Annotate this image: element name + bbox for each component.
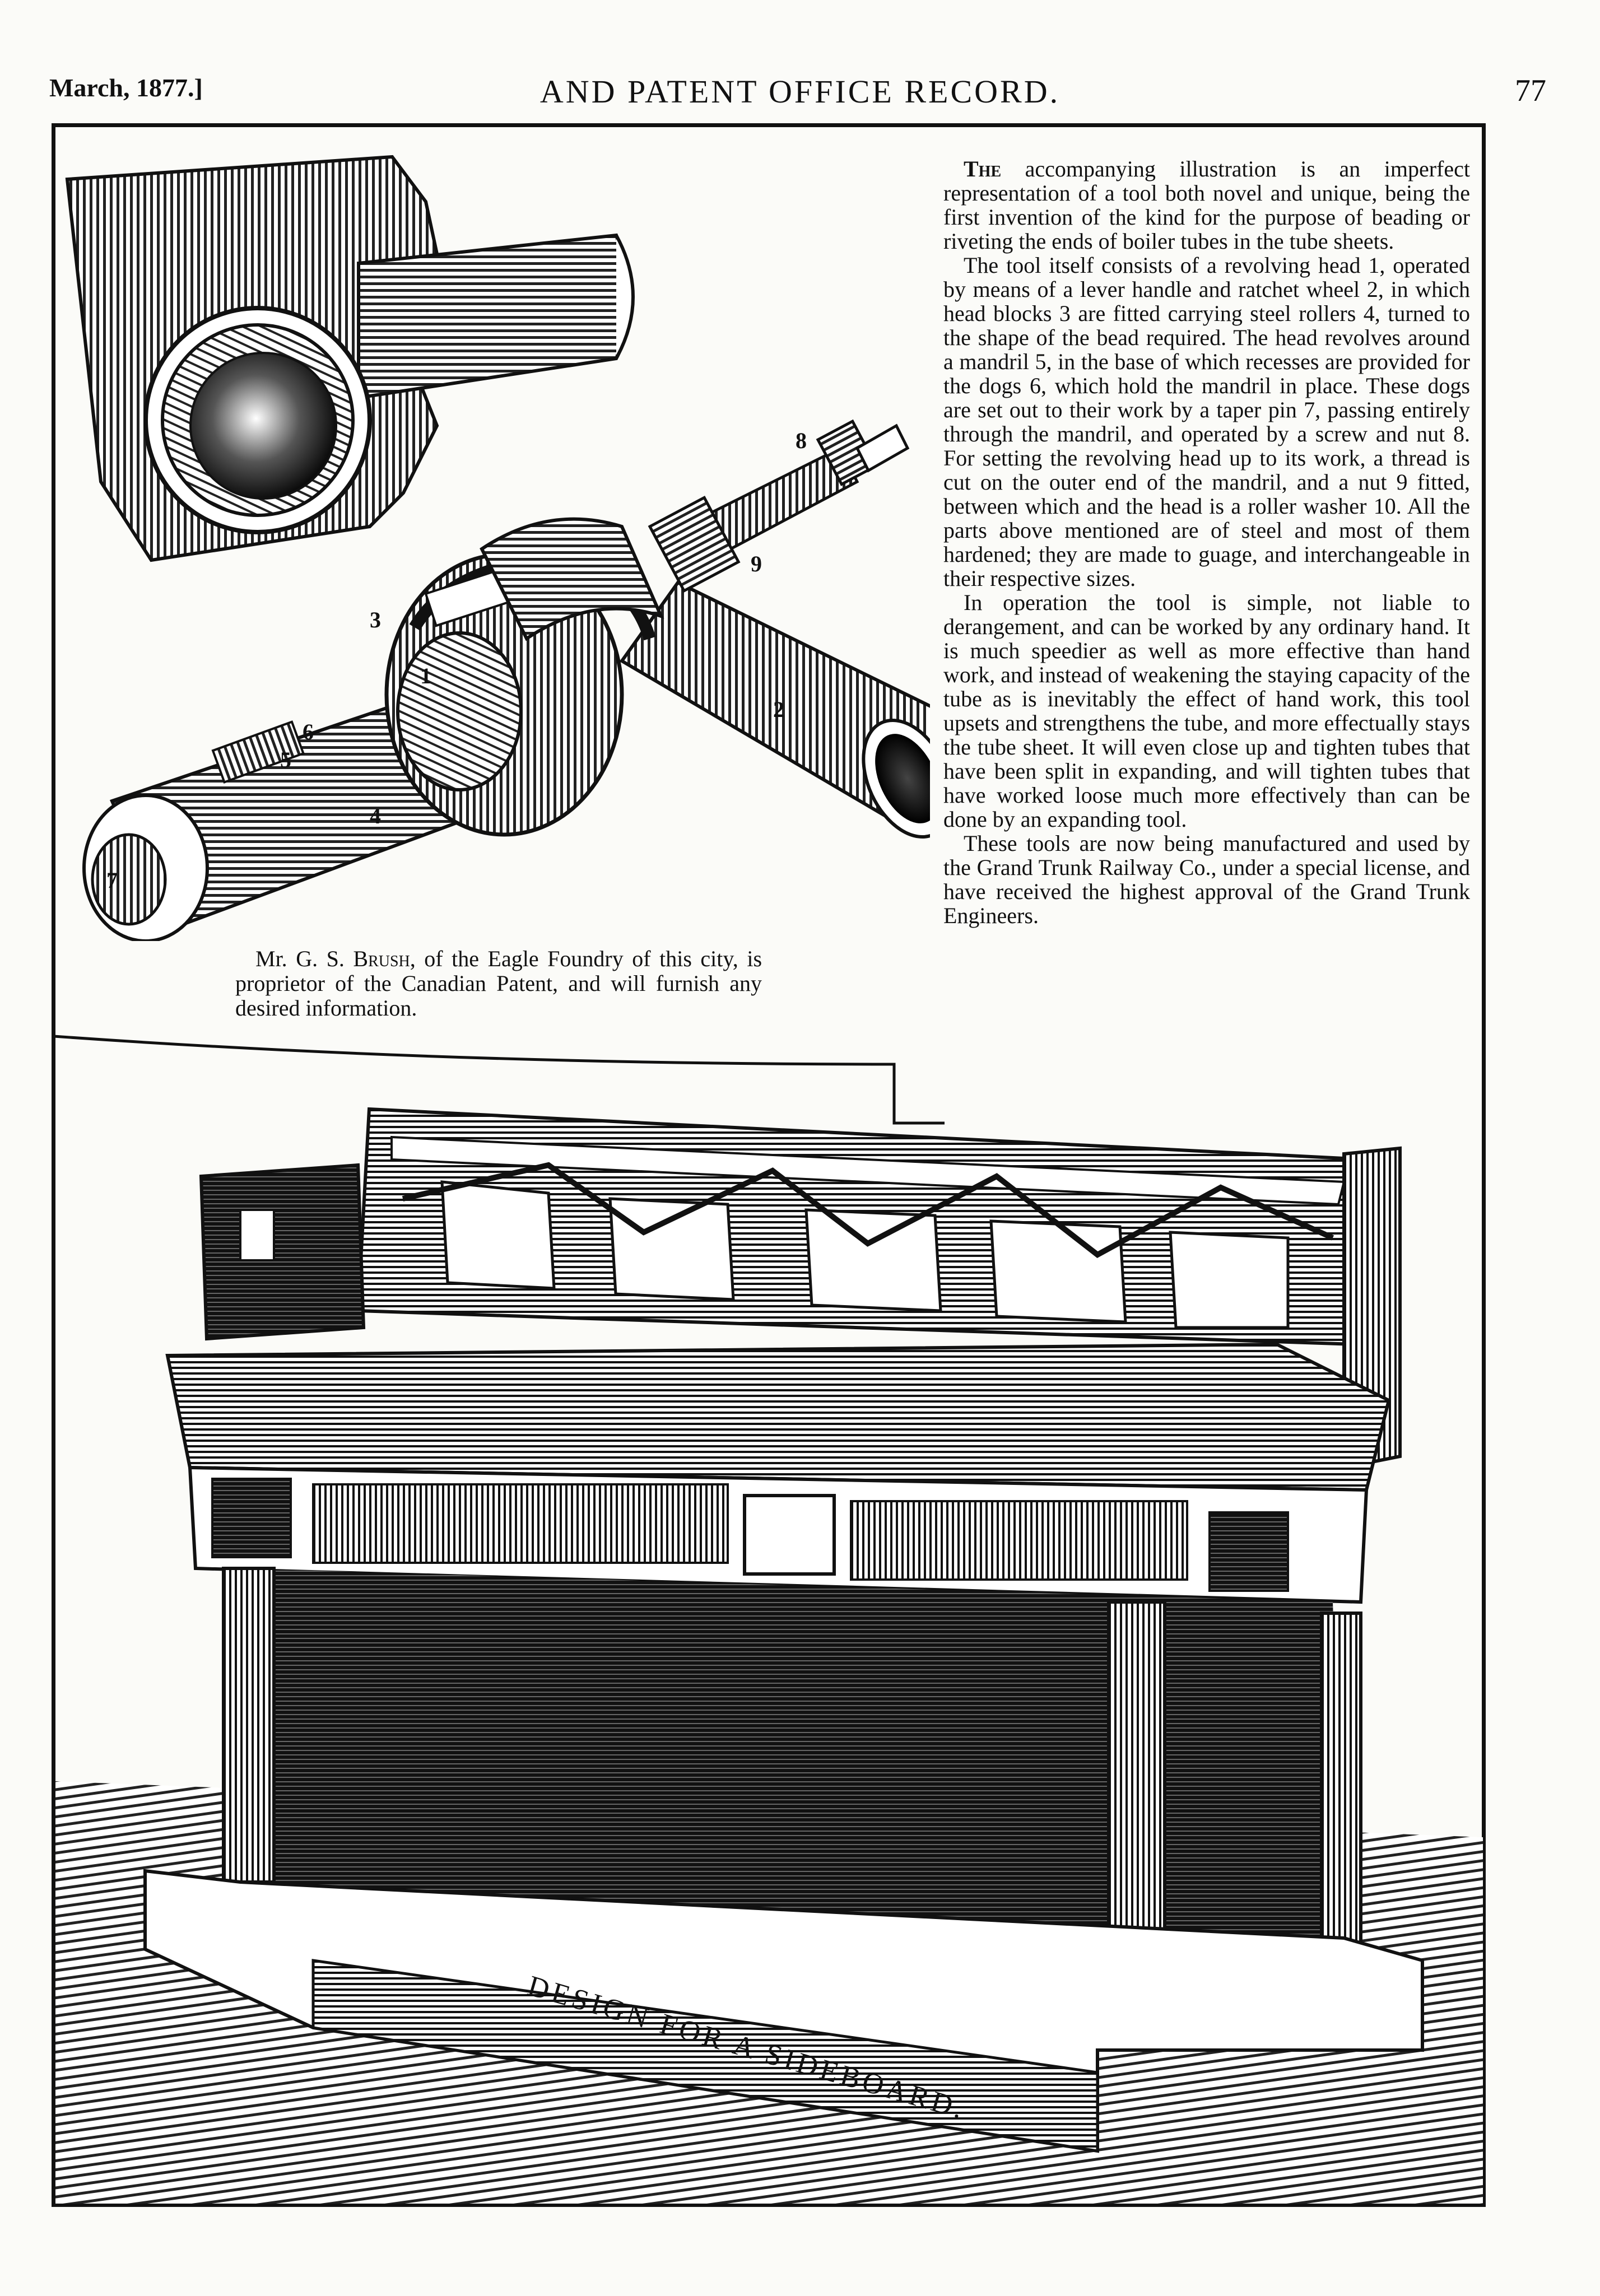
- label-2: 2: [773, 697, 784, 722]
- lever-handle: [619, 580, 930, 839]
- beaded-tube-end: [143, 306, 372, 534]
- label-9: 9: [751, 551, 762, 576]
- label-8: 8: [796, 428, 807, 453]
- journal-title: AND PATENT OFFICE RECORD.: [539, 73, 1061, 110]
- credit-text: , of the Eagle Foundry of this city, is …: [235, 946, 762, 1021]
- sideboard-base: [143, 1869, 1424, 2153]
- sideboard-columns: [222, 1567, 1362, 1985]
- label-5: 5: [280, 747, 291, 772]
- under-recess: [240, 1568, 1344, 1938]
- article-paragraph-1: The accompanying illustration is an impe…: [943, 157, 1470, 253]
- section-divider: [54, 1035, 945, 1125]
- label-1: 1: [420, 663, 431, 688]
- credit-paragraph: Mr. G. S. Brush, of the Eagle Foundry of…: [235, 947, 762, 1021]
- credit-prefix: Mr. G. S.: [255, 946, 354, 971]
- zigzag-molding: [402, 1162, 1334, 1258]
- drawer-frieze: [188, 1465, 1369, 1604]
- page-number: 77: [1515, 73, 1546, 108]
- label-4: 4: [370, 803, 381, 828]
- proprietor-name: Brush: [353, 946, 410, 971]
- issue-date: March, 1877.]: [49, 73, 203, 102]
- article-paragraph-4: These tools are now being manufactured a…: [943, 831, 1470, 928]
- article-paragraph-3: In operation the tool is simple, not lia…: [943, 590, 1470, 832]
- revolving-head: [384, 552, 656, 837]
- carved-panels: [440, 1180, 1290, 1329]
- page-frame: [52, 123, 1486, 2207]
- label-6: 6: [303, 719, 314, 744]
- label-3: 3: [370, 607, 381, 632]
- ratchet-wheel: [480, 517, 664, 641]
- article-column: The accompanying illustration is an impe…: [943, 157, 1470, 928]
- tube-beading-tool-illustration: 1 2 3 4 5 6 7 8 9: [65, 155, 930, 941]
- sideboard-top: [165, 1342, 1391, 1492]
- label-7: 7: [106, 868, 118, 893]
- article-paragraph-2: The tool itself consists of a revolving …: [943, 253, 1470, 591]
- part-labels: 1 2 3 4 5 6 7 8 9: [106, 428, 807, 893]
- threaded-spindle: [648, 419, 910, 593]
- article-lead-word: The: [964, 156, 1002, 181]
- article-paragraph-1-text: accompanying illustration is an imperfec…: [943, 156, 1470, 254]
- sideboard-backboard: [356, 1107, 1369, 1347]
- boiler-tube-upper: [357, 233, 635, 400]
- sideboard-illustration: DESIGN FOR A SIDEBOARD.: [55, 1107, 1483, 2204]
